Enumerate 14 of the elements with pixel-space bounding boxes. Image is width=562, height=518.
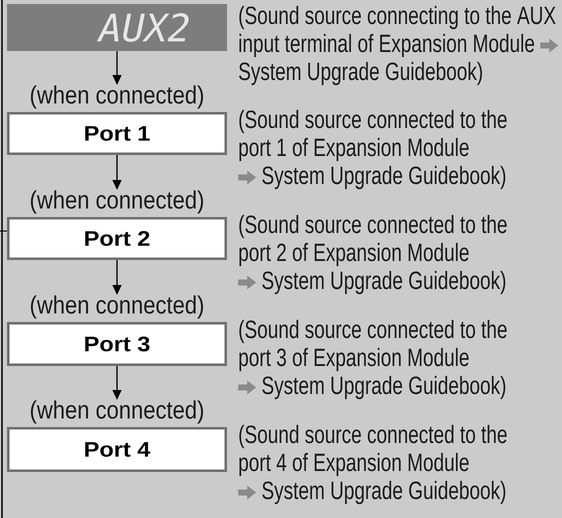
caption-text: (when connected)	[30, 400, 204, 424]
display-panel: AUX2	[7, 4, 227, 51]
caption-text: (when connected)	[30, 85, 204, 109]
port-box: Port 3	[7, 322, 227, 366]
port-box: Port 1	[7, 112, 227, 155]
caption-text: (when connected)	[30, 190, 204, 214]
port-box: Port 2	[7, 217, 227, 260]
note-text: (Sound source connected to the port 3 of Expansion Module System Upgrade Guidebook)	[238, 320, 507, 400]
note-text: (Sound source connecting to the AUX input terminal of Expansion Module System Upgrade Guidebook)	[239, 6, 558, 86]
port-box: Port 4	[7, 427, 227, 472]
note-text: (Sound source connected to the port 2 of Expansion Module System Upgrade Guidebook)	[238, 214, 507, 294]
note-text: (Sound source connected to the port 1 of Expansion Module System Upgrade Guidebook)	[238, 110, 507, 190]
caption-text: (when connected)	[30, 295, 204, 319]
note-text: (Sound source connected to the port 4 of Expansion Module System Upgrade Guidebook)	[238, 424, 507, 504]
